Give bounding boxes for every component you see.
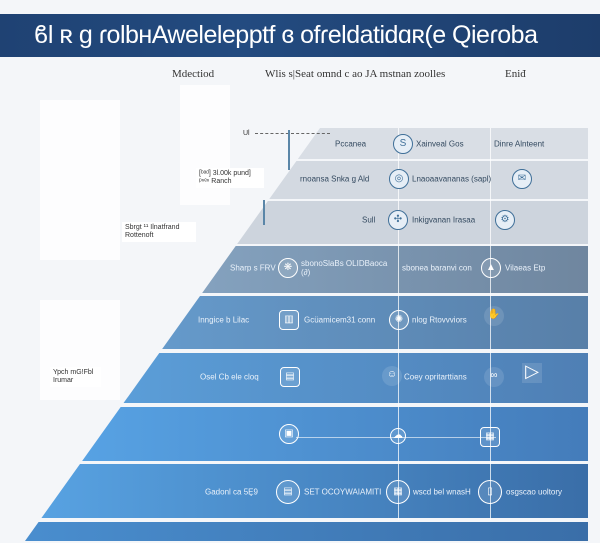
- side-label: [ᵇᵃᵈ] 3l.00k pund] ᵖⁿᵉⁿ Ranch: [196, 168, 264, 188]
- arrow-icon: ▷: [522, 362, 542, 383]
- tablet-icon: ▣: [279, 424, 299, 444]
- column-header-end: Eniđ: [505, 68, 526, 80]
- row-4-far: Vilaeas Etp: [505, 263, 546, 273]
- row-8-right: wscd bel wnasH: [413, 487, 471, 497]
- row-4-left: Sharp s FRV: [230, 263, 276, 273]
- document-icon: ▤: [276, 480, 300, 504]
- connector-line: [490, 128, 491, 520]
- side-label: Sbrgt ¹¹ Ilnatfrand Rottenoft: [122, 222, 196, 242]
- cloud-icon: ☁: [390, 428, 406, 444]
- row-6-right: Coey opritarttians: [404, 372, 467, 382]
- puzzle-icon: ✣: [388, 210, 408, 230]
- row-4-mid: sbonoSlaBs OLIDBaoca (∂): [301, 259, 388, 277]
- hand-icon: ✋: [484, 306, 504, 326]
- s-badge-icon: S: [393, 134, 413, 154]
- column-header-method: Mdectiod: [172, 68, 215, 80]
- background-shape: [40, 100, 120, 260]
- band-7: [25, 407, 588, 461]
- head-icon: ☺: [382, 366, 402, 386]
- band-base: [25, 522, 588, 541]
- row-8-left: Gadonl ca 5Ȩ9: [205, 487, 258, 497]
- row-5-left: Inngice b Lilac: [198, 315, 250, 325]
- column-header-description: Wlis s|Seat omnd c ao JA mstnan zoolles: [265, 68, 446, 80]
- row-8-mid: SET OCOYWAIAMITI: [304, 487, 382, 497]
- chat-icon: ✉: [512, 169, 532, 189]
- row-8-far: osgscao uoltory: [506, 487, 563, 497]
- leader-line: [288, 130, 290, 170]
- side-label: Ypch mG!Fbl Irumar: [50, 367, 101, 387]
- phone-icon: ▯: [478, 480, 502, 504]
- row-1-right: Dinre Alnteent: [494, 139, 545, 149]
- device-icon: ▤: [280, 367, 300, 387]
- diagram-title: ϐl ʀ g ɾolbʜAwelelepptf ɞ ofɾeldatidɑʀ(e…: [0, 14, 600, 57]
- link-icon: ∞: [484, 367, 504, 387]
- target-icon: ◎: [389, 169, 409, 189]
- row-2-left: rnoansa Snka g Ald: [300, 174, 370, 184]
- side-label: Ul: [243, 130, 250, 137]
- book-icon: ▥: [279, 310, 299, 330]
- mountain-icon: ▲: [481, 258, 501, 278]
- row-4-right: sbonea baranvi con: [402, 263, 472, 273]
- row-2-mid: Lnaoaavananas (sapl): [412, 174, 492, 184]
- row-6-left: Osel Cb ele cloq: [200, 372, 259, 382]
- leader-line: [263, 200, 265, 225]
- gear-icon: ⚙: [495, 210, 515, 230]
- row-1-left: Pccanea: [335, 139, 367, 149]
- row-1-mid: Xainveal Gos: [416, 139, 464, 149]
- row-3-mid: Inkigvanan Irasaa: [412, 215, 476, 225]
- row-3-left: Sull: [362, 215, 376, 225]
- row-5-right: nlog Rtovvviors: [412, 315, 467, 325]
- cards-icon: ▦: [480, 427, 500, 447]
- brain-icon: ❋: [278, 258, 298, 278]
- row-5-mid: Gcüamicem31 conn: [304, 315, 376, 325]
- network-icon: ✺: [389, 310, 409, 330]
- leader-line: [255, 133, 330, 134]
- calendar-icon: ▦: [386, 480, 410, 504]
